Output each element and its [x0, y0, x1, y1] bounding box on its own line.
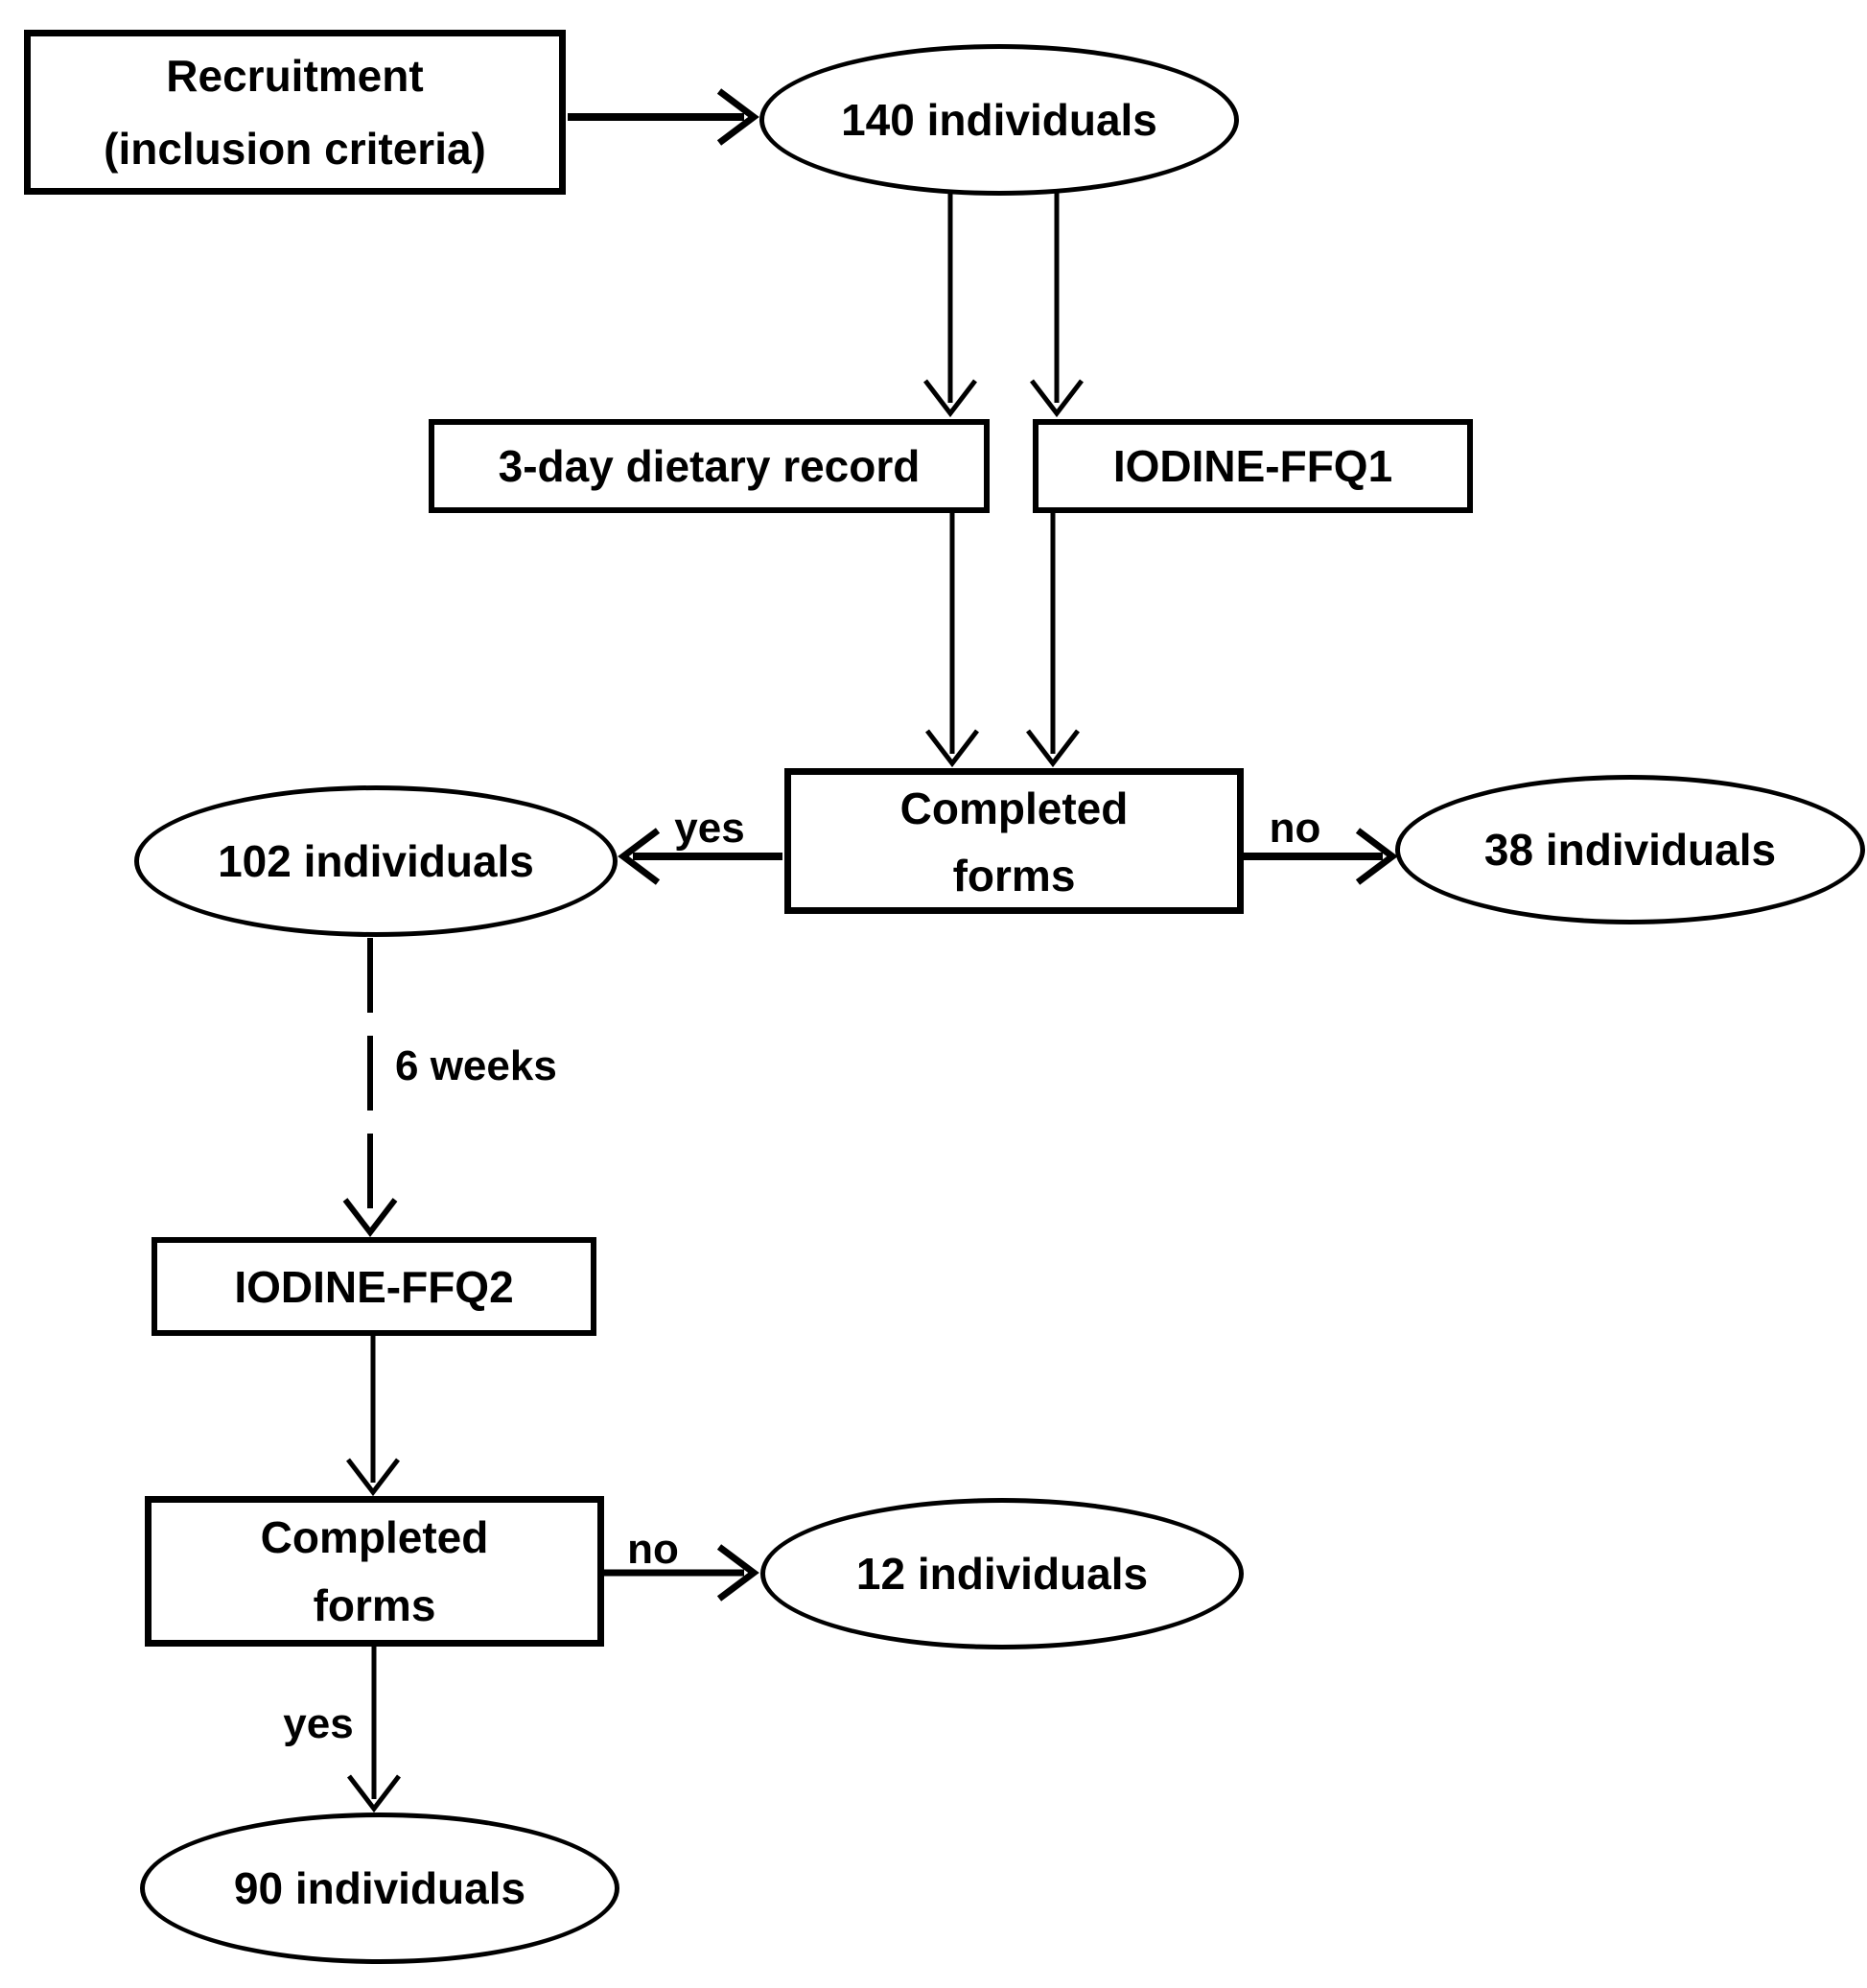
arrowhead-right-icon: [716, 1544, 759, 1602]
arrowhead-down-icon: [1030, 379, 1084, 418]
node-140-individuals-label: 140 individuals: [841, 95, 1157, 145]
edge-completed-forms-2-no-to-12: [602, 1544, 759, 1602]
node-140-individuals: 140 individuals: [759, 44, 1239, 196]
node-3-day-dietary-record: 3-day dietary record: [429, 419, 990, 513]
node-102-individuals: 102 individuals: [134, 785, 618, 937]
edge-completed-forms-1-yes-to-102: [618, 828, 782, 885]
arrowhead-down-icon: [923, 379, 977, 418]
node-recruitment-line2: (inclusion criteria): [104, 124, 486, 174]
edge-label-6-weeks: 6 weeks: [395, 1042, 557, 1089]
edge-label-yes-1: yes: [674, 805, 745, 852]
arrowhead-left-icon: [618, 828, 661, 885]
node-iodine-ffq2: IODINE-FFQ2: [152, 1237, 596, 1336]
edge-completed-forms-2-yes-to-90: [347, 1645, 401, 1813]
arrowhead-down-icon: [342, 1198, 398, 1237]
node-recruitment-line1: Recruitment: [166, 51, 424, 101]
node-completed-forms-2-line2: forms: [313, 1580, 436, 1630]
arrowhead-right-icon: [716, 88, 759, 146]
edge-completed-forms-1-no-to-38: [1243, 828, 1398, 885]
edge-label-yes-2: yes: [283, 1700, 354, 1747]
edge-recruitment-to-140: [568, 88, 759, 146]
node-3-day-dietary-record-label: 3-day dietary record: [498, 441, 921, 491]
node-completed-forms-1: Completed forms: [784, 768, 1244, 914]
arrowhead-down-icon: [347, 1774, 401, 1813]
node-completed-forms-2-line1: Completed: [260, 1512, 489, 1562]
node-102-individuals-label: 102 individuals: [218, 836, 534, 886]
edge-dietary-record-to-completed-forms-1: [925, 513, 979, 768]
node-12-individuals: 12 individuals: [760, 1498, 1244, 1649]
edge-ffq2-to-completed-forms-2: [346, 1335, 400, 1497]
edge-140-to-ffq1: [1030, 192, 1084, 418]
node-38-individuals-label: 38 individuals: [1483, 825, 1777, 875]
edge-140-to-dietary-record: [923, 192, 977, 418]
node-completed-forms-1-line2: forms: [952, 851, 1076, 900]
arrowhead-down-icon: [925, 729, 979, 768]
node-38-individuals: 38 individuals: [1395, 775, 1865, 924]
arrowhead-down-icon: [346, 1458, 400, 1497]
node-iodine-ffq1-label: IODINE-FFQ1: [1112, 441, 1393, 491]
edge-ffq1-to-completed-forms-1: [1026, 513, 1080, 768]
edge-102-to-ffq2-dashed: [342, 938, 398, 1237]
node-iodine-ffq1: IODINE-FFQ1: [1033, 419, 1473, 513]
arrowhead-down-icon: [1026, 729, 1080, 768]
node-90-individuals-label: 90 individuals: [233, 1863, 526, 1913]
edge-label-no-1: no: [1269, 805, 1321, 852]
node-completed-forms-1-line1: Completed: [899, 784, 1129, 833]
node-iodine-ffq2-label: IODINE-FFQ2: [234, 1261, 514, 1312]
edge-label-no-2: no: [627, 1526, 679, 1573]
node-recruitment: Recruitment (inclusion criteria): [24, 30, 566, 195]
node-completed-forms-2: Completed forms: [145, 1496, 604, 1647]
arrowhead-right-icon: [1355, 828, 1398, 885]
node-12-individuals-label: 12 individuals: [855, 1549, 1149, 1599]
node-90-individuals: 90 individuals: [140, 1813, 619, 1964]
